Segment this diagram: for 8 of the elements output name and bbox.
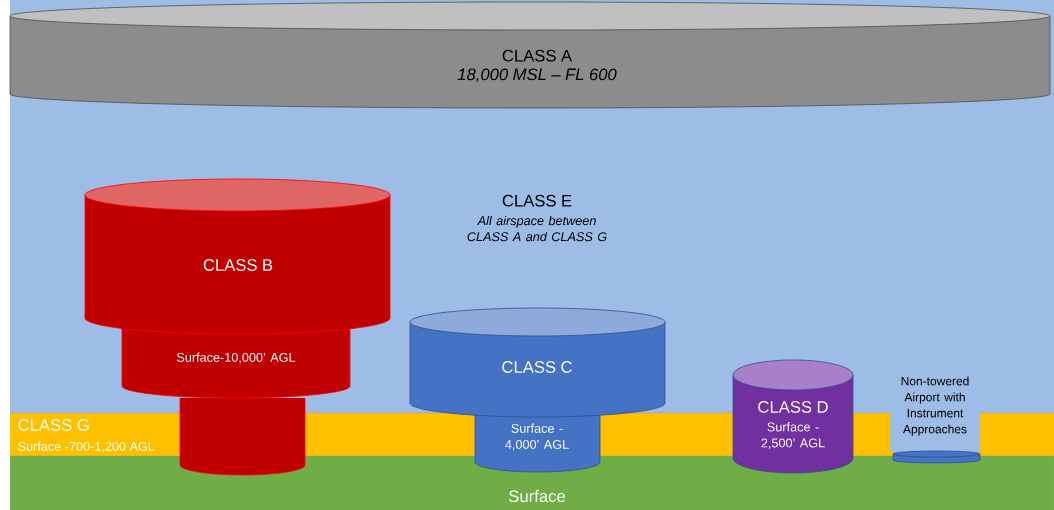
airport-disc bbox=[892, 450, 981, 464]
airspace-cylinder bbox=[179, 397, 306, 476]
airspace-cylinder: CLASS D Surface - 2,500’ AGL bbox=[732, 359, 854, 474]
airspace-cylinder: CLASS B bbox=[84, 178, 391, 335]
airspace-cylinder: CLASS C bbox=[409, 307, 666, 418]
airspace-cylinder: CLASS A 18,000 MSL – FL 600 bbox=[9, 1, 1051, 109]
airport-label: Non-towered Airport with Instrument Approaches bbox=[890, 372, 980, 452]
node-label: Surface-10,000’ AGL bbox=[176, 352, 296, 364]
